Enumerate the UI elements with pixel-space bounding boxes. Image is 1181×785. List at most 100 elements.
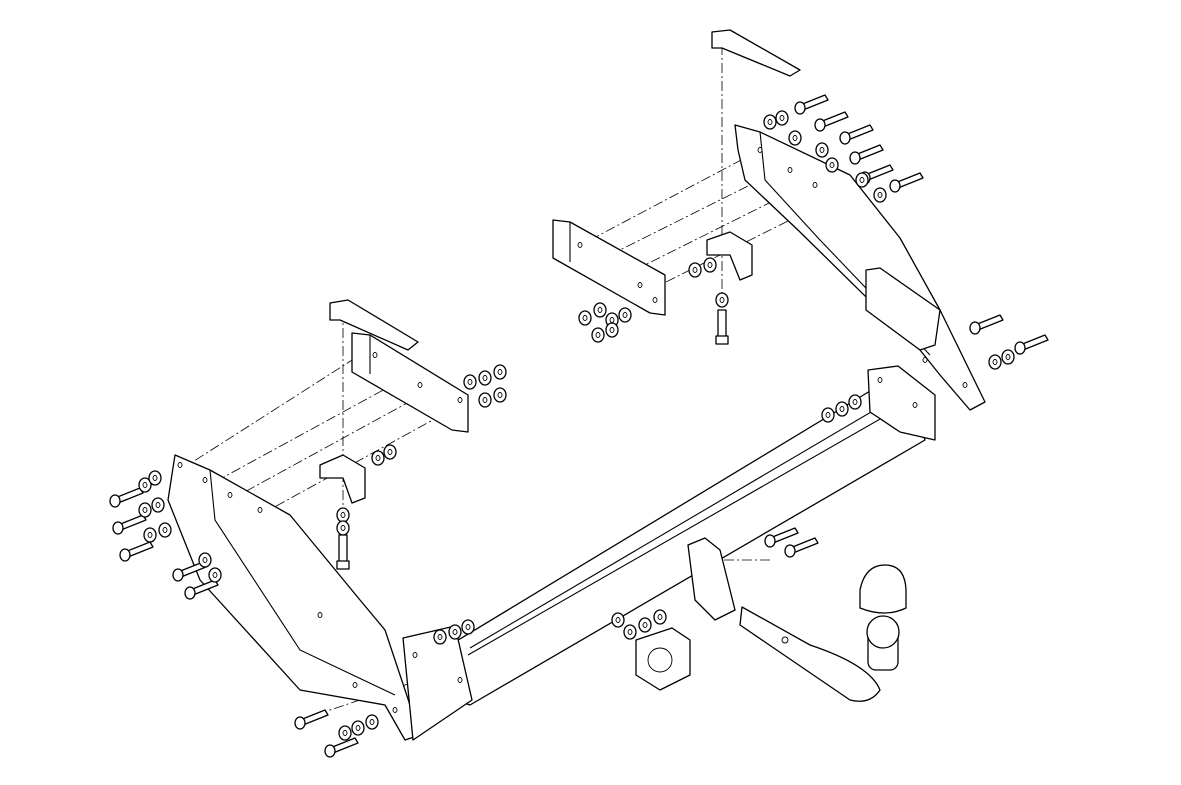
washer-hole <box>767 119 773 125</box>
mounting-hole <box>392 707 398 713</box>
washer-hole <box>212 572 218 578</box>
washer-hole <box>152 475 158 481</box>
bolt <box>109 487 144 508</box>
bolt <box>294 709 329 730</box>
washer-hole <box>387 449 393 455</box>
socket-plate <box>635 627 691 691</box>
mounting-hole <box>962 382 968 388</box>
crossbar <box>402 365 936 741</box>
mounting-hole <box>352 682 358 688</box>
washer-hole <box>877 192 883 198</box>
washer-hole <box>467 379 473 385</box>
washer-hole <box>657 614 663 620</box>
tow-ball-neck <box>739 564 907 702</box>
washer-hole <box>597 307 603 313</box>
mounting-hole <box>257 507 263 513</box>
washer-hole <box>642 622 648 628</box>
mounting-hole <box>787 167 793 173</box>
washer-hole <box>627 629 633 635</box>
washer-hole <box>482 375 488 381</box>
mounting-hole <box>202 477 208 483</box>
washer-hole <box>340 525 346 531</box>
washer-hole <box>819 147 825 153</box>
vertical-bolt <box>717 309 727 339</box>
washer-hole <box>852 399 858 405</box>
washer-hole <box>609 327 615 333</box>
mounting-hole <box>417 382 423 388</box>
washer-hole <box>829 162 835 168</box>
mounting-hole <box>812 182 818 188</box>
washer-hole <box>622 312 628 318</box>
washer-hole <box>452 629 458 635</box>
washer-hole <box>437 634 443 640</box>
bolt-head <box>715 335 729 345</box>
washer-hole <box>142 482 148 488</box>
washer-hole <box>369 719 375 725</box>
bolt <box>324 737 359 758</box>
left-strap <box>329 299 419 351</box>
washer-hole <box>155 502 161 508</box>
right-strap <box>711 29 801 77</box>
washer-hole <box>609 317 615 323</box>
bolt <box>889 172 924 193</box>
washer-hole <box>692 267 698 273</box>
mounting-hole <box>637 282 643 288</box>
washer-hole <box>375 455 381 461</box>
right-side-bracket <box>734 124 986 411</box>
washer-hole <box>1005 354 1011 360</box>
fasteners <box>109 94 1049 758</box>
washer-hole <box>839 406 845 412</box>
washer-hole <box>497 369 503 375</box>
washer-hole <box>497 392 503 398</box>
bolt <box>839 124 874 145</box>
left-side-bracket <box>167 454 421 741</box>
washer-hole <box>162 527 168 533</box>
washer-hole <box>992 359 998 365</box>
washer-hole <box>719 297 725 303</box>
washer-hole <box>355 725 361 731</box>
left-angle-bracket <box>319 454 366 504</box>
mounting-hole <box>177 462 183 468</box>
bolt <box>764 527 799 548</box>
washer-hole <box>595 332 601 338</box>
washer-hole <box>779 115 785 121</box>
washer-hole <box>859 177 865 183</box>
washer-hole <box>482 397 488 403</box>
washer-hole <box>792 135 798 141</box>
ball-cap <box>859 564 907 614</box>
mounting-hole <box>457 677 463 683</box>
washer-hole <box>615 617 621 623</box>
bolt <box>784 537 819 558</box>
mounting-hole <box>577 242 583 248</box>
washer-hole <box>147 532 153 538</box>
bolt <box>119 541 154 562</box>
bolt <box>969 314 1004 335</box>
washer-hole <box>582 315 588 321</box>
bolt <box>814 111 849 132</box>
center-bracket <box>687 537 736 621</box>
mounting-hole <box>372 352 378 358</box>
mounting-hole <box>317 612 323 618</box>
mounting-hole <box>757 147 763 153</box>
bolt <box>1014 334 1049 355</box>
mounting-hole <box>457 397 463 403</box>
right-channel-bracket <box>865 267 941 351</box>
tow-ball <box>866 615 900 649</box>
bolt <box>184 579 219 600</box>
washer-hole <box>707 262 713 268</box>
washer-hole <box>142 507 148 513</box>
vertical-bolt <box>338 534 348 564</box>
mounting-hole <box>227 492 233 498</box>
mounting-hole <box>652 297 658 303</box>
bolt <box>849 144 884 165</box>
mounting-hole <box>912 402 918 408</box>
mounting-hole <box>922 357 928 363</box>
bolt-head <box>336 560 350 570</box>
bolt <box>112 514 147 535</box>
right-angle-bracket <box>706 231 753 281</box>
washer-hole <box>465 624 471 630</box>
washer-hole <box>340 512 346 518</box>
bolt <box>794 94 829 115</box>
washer-hole <box>202 557 208 563</box>
